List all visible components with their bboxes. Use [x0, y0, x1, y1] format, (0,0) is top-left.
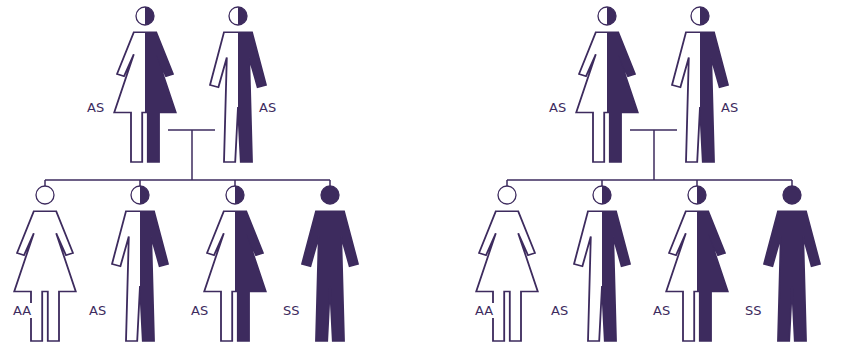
- genotype-label: AS: [550, 303, 569, 318]
- genotype-label: AA: [474, 303, 494, 318]
- genotype-label: AS: [548, 100, 567, 115]
- genotype-label: AS: [86, 100, 105, 115]
- genotype-label: AS: [258, 100, 277, 115]
- family-tree: [476, 7, 820, 341]
- family-tree: [14, 7, 358, 341]
- genotype-label: SS: [282, 303, 301, 318]
- genotype-label: AS: [190, 303, 209, 318]
- genotype-label: AS: [88, 303, 107, 318]
- genotype-label: SS: [744, 303, 763, 318]
- genotype-label: AS: [720, 100, 739, 115]
- genotype-label: AS: [652, 303, 671, 318]
- genotype-label: AA: [12, 303, 32, 318]
